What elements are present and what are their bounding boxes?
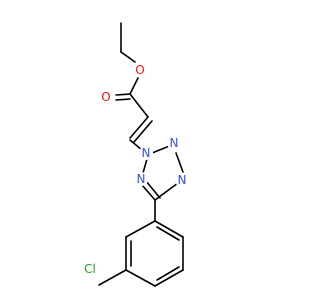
bond-ph1-ph2-inner <box>156 226 180 241</box>
tetrazole-n1-label: N <box>137 172 146 186</box>
tetrazole-n2-label: N <box>142 146 151 160</box>
atom-tetrazole-n2: N <box>139 146 153 160</box>
bond-carbonyl-double-1 <box>115 93 131 96</box>
bond-ph4-ph5 <box>125 269 156 287</box>
atom-ester-oxygen: O <box>133 63 147 77</box>
tetrazole-n4-label: N <box>178 173 187 187</box>
bond-n3-n4-double <box>175 152 184 173</box>
atom-tetrazole-n1: N <box>134 172 148 186</box>
bond-cbeta-n2 <box>129 139 143 151</box>
atom-carbonyl-oxygen: O <box>99 90 113 104</box>
bond-n1-n2 <box>142 158 148 174</box>
bond-c5-n1-double-1 <box>141 184 156 201</box>
bond-calpha-cbeta-double-2 <box>133 120 153 143</box>
carbonyl-oxygen-label: O <box>101 90 110 104</box>
atom-tetrazole-n4: N <box>175 173 189 187</box>
chlorine-label: Cl <box>84 262 96 276</box>
bond-ph6-ph1 <box>125 220 156 238</box>
bond-oester-ccarbonyl <box>129 77 139 95</box>
atom-chlorine: Cl <box>81 262 99 276</box>
bond-c5-n1-double-2 <box>145 180 161 199</box>
bond-ph3-ph4-inner <box>156 266 180 281</box>
bond-carbonyl-double-2 <box>115 98 131 101</box>
bond-calpha-cbeta-double-1 <box>129 116 149 139</box>
tetrazole-n3-label: N <box>170 136 179 150</box>
ester-oxygen-label: O <box>135 63 144 77</box>
bond-ph1-ph2 <box>154 220 184 238</box>
bond-ch2-oester <box>120 51 136 63</box>
bond-ph3-ph4 <box>154 269 184 287</box>
bond-ph5-cl <box>98 269 127 286</box>
molecule-drawing: O O N N N N Cl <box>81 22 189 287</box>
structure-diagram: O O N N N N Cl <box>81 22 189 287</box>
bond-carbonyl-calpha <box>129 93 149 118</box>
atom-tetrazole-n3: N <box>167 136 181 150</box>
bond-n4-c5 <box>154 182 179 201</box>
